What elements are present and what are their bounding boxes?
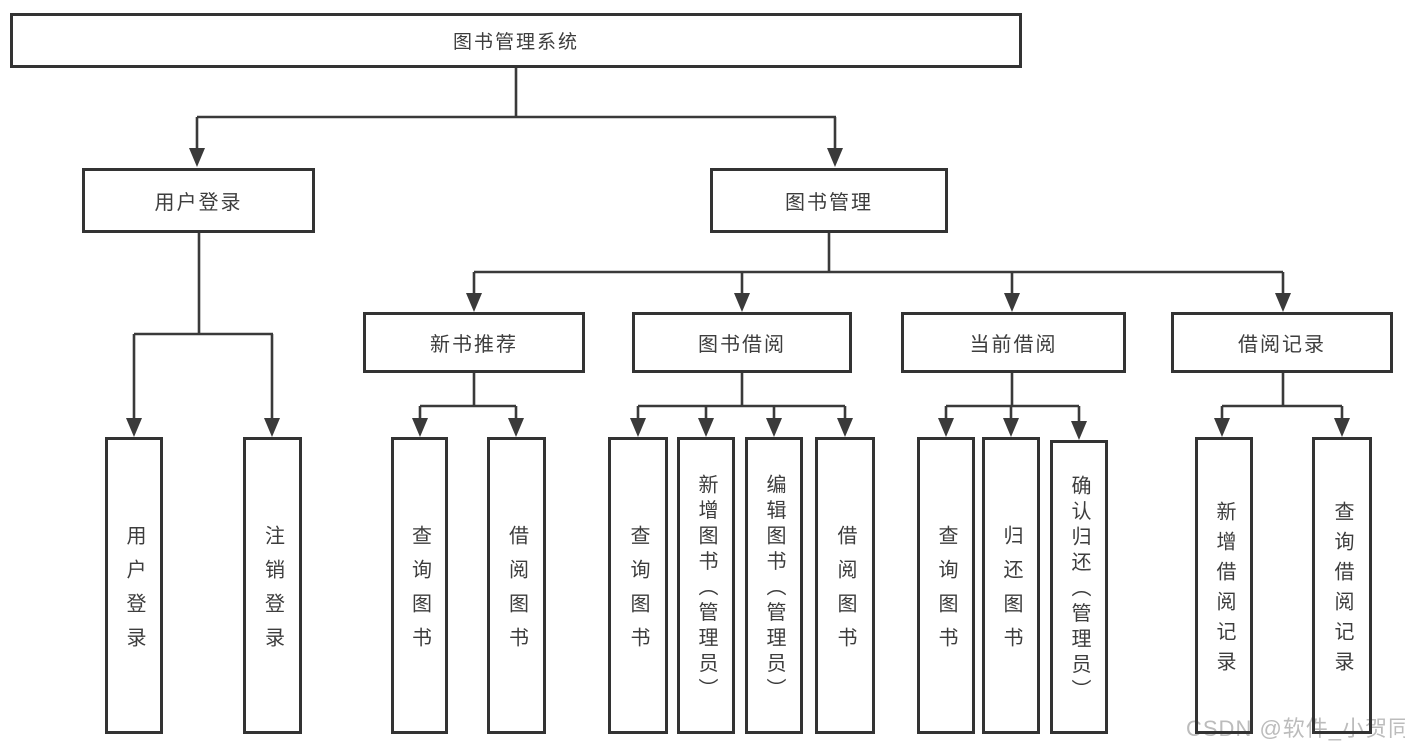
node-label: 图书管理系统 <box>452 32 579 53</box>
node-label: 图书借阅 <box>698 334 786 356</box>
node-leaf-edit-book-admin: 编辑图书（管理员） <box>745 437 803 734</box>
node-leaf-add-borrow-record: 新增借阅记录 <box>1195 437 1253 734</box>
node-label: 图书管理 <box>785 192 873 214</box>
node-leaf-borrow-query-book: 查询图书 <box>608 437 668 734</box>
node-label: 新增图书（管理员） <box>695 473 717 704</box>
node-label: 编辑图书（管理员） <box>763 473 785 704</box>
node-leaf-logout: 注销登录 <box>243 437 302 734</box>
node-label: 借阅记录 <box>1238 334 1326 356</box>
node-label: 新增借阅记录 <box>1213 500 1235 681</box>
node-leaf-current-query-book: 查询图书 <box>917 437 975 734</box>
node-leaf-user-login: 用户登录 <box>105 437 163 734</box>
node-label: 借阅图书 <box>505 524 528 661</box>
node-book-management: 图书管理 <box>710 168 948 233</box>
node-label: 查询借阅记录 <box>1331 500 1353 681</box>
node-new-book-recommend: 新书推荐 <box>363 312 585 373</box>
node-leaf-recommend-borrow-book: 借阅图书 <box>487 437 546 734</box>
node-leaf-return-book: 归还图书 <box>982 437 1040 734</box>
node-label: 确认归还（管理员） <box>1068 475 1090 705</box>
node-label: 归还图书 <box>1000 524 1022 661</box>
node-label: 查询图书 <box>935 524 957 661</box>
node-book-borrowing: 图书借阅 <box>632 312 852 373</box>
node-leaf-add-book-admin: 新增图书（管理员） <box>677 437 735 734</box>
node-label: 查询图书 <box>408 524 431 661</box>
node-leaf-confirm-return-admin: 确认归还（管理员） <box>1050 440 1108 734</box>
node-label: 注销登录 <box>261 524 284 661</box>
node-label: 用户登录 <box>123 524 145 661</box>
node-current-borrowing: 当前借阅 <box>901 312 1126 373</box>
node-label: 查询图书 <box>627 524 649 661</box>
node-leaf-query-borrow-record: 查询借阅记录 <box>1312 437 1372 734</box>
node-label: 借阅图书 <box>834 524 856 661</box>
node-leaf-borrow-borrow-book: 借阅图书 <box>815 437 875 734</box>
node-label: 新书推荐 <box>430 334 518 356</box>
watermark: CSDN @软件_小贺同学 <box>1186 716 1405 741</box>
node-library-system: 图书管理系统 <box>10 13 1022 68</box>
node-user-login: 用户登录 <box>82 168 315 233</box>
node-borrowing-records: 借阅记录 <box>1171 312 1393 373</box>
node-label: 当前借阅 <box>969 334 1058 356</box>
node-label: 用户登录 <box>154 192 243 214</box>
node-leaf-recommend-query-book: 查询图书 <box>391 437 448 734</box>
